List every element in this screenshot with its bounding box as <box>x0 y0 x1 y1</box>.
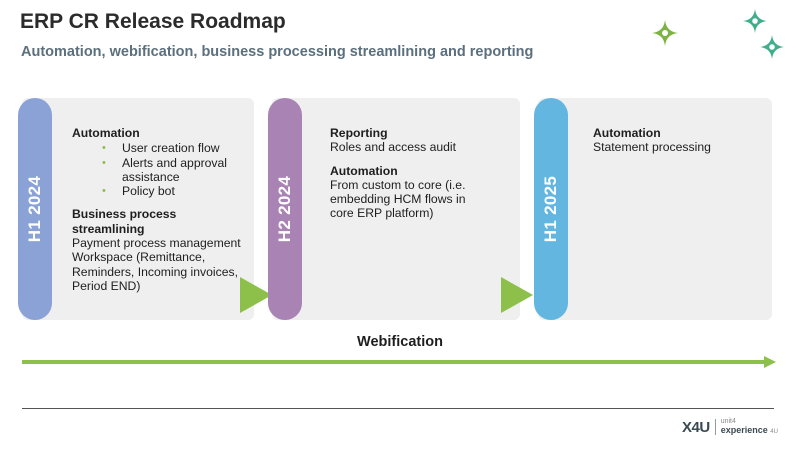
play-arrow-icon <box>240 277 272 313</box>
bullet-list: User creation flow Alerts and approval a… <box>102 141 252 198</box>
phase-content-h2-2024: Reporting Roles and access audit Automat… <box>330 126 470 221</box>
section-text: Payment process management Workspace (Re… <box>72 236 241 293</box>
phase-content-h1-2024: Automation User creation flow Alerts and… <box>72 126 252 293</box>
slide-subtitle: Automation, webification, business proce… <box>21 44 534 60</box>
phase-content-h1-2025: Automation Statement processing <box>593 126 763 155</box>
play-arrow-icon <box>501 277 533 313</box>
sparkle-icon <box>652 20 678 46</box>
list-item: Policy bot <box>102 184 252 199</box>
section-heading: Automation <box>72 126 140 140</box>
section-text: Statement processing <box>593 140 711 155</box>
arrow-right-icon <box>764 356 776 368</box>
list-item: Alerts and approval assistance <box>102 156 252 185</box>
logo-mark: X4U <box>682 418 710 436</box>
sparkle-icon <box>743 9 767 33</box>
phase-pill-h1-2025: H1 2025 <box>534 98 568 320</box>
logo-suffix: 4U <box>770 429 778 435</box>
slide-title: ERP CR Release Roadmap <box>20 10 286 33</box>
logo-line2: experience <box>720 425 768 435</box>
section-text: From custom to core (i.e. embedding HCM … <box>330 177 466 221</box>
phase-label: H1 2025 <box>541 175 560 243</box>
phase-pill-h1-2024: H1 2024 <box>18 98 52 320</box>
phase-card-h2-2024 <box>272 98 520 320</box>
phase-label: H2 2024 <box>275 175 294 243</box>
timeline-label: Webification <box>357 334 443 350</box>
section-text: Roles and access audit <box>330 140 457 155</box>
section-heading: Automation <box>330 163 398 178</box>
list-item: User creation flow <box>102 141 252 156</box>
sparkle-icon <box>760 35 784 59</box>
phase-label: H1 2024 <box>25 175 44 243</box>
timeline-arrow <box>22 360 766 364</box>
phase-card-h1-2025 <box>538 98 772 320</box>
company-logo: X4U unit4 experience 4U <box>682 417 778 437</box>
section-heading: Reporting <box>330 126 388 140</box>
phase-pill-h2-2024: H2 2024 <box>268 98 302 320</box>
logo-line1: unit4 <box>720 418 736 425</box>
phase-card-h1-2024 <box>22 98 254 320</box>
footer-divider <box>22 408 774 409</box>
section-heading: Business process streamlining <box>72 207 177 236</box>
section-heading: Automation <box>593 126 661 140</box>
